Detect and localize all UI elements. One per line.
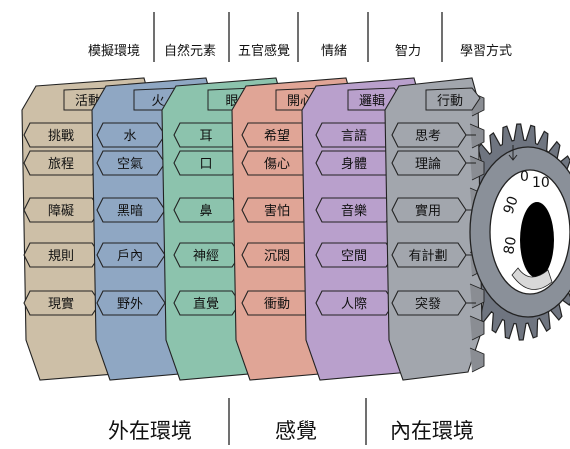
header-dividers: [153, 12, 443, 62]
header-2: 五官感覺: [238, 43, 290, 59]
gear-label: 言語: [341, 128, 367, 144]
gear-label: 口: [199, 157, 212, 172]
footer-labels: 外在環境 感覺 內在環境: [108, 419, 474, 443]
gear-label: 黑暗: [117, 204, 143, 219]
gear-tooth: [469, 155, 485, 181]
gear-label: 神經: [193, 249, 219, 264]
gear-label: 戶內: [117, 249, 143, 264]
gear-tab: 空間: [315, 242, 404, 268]
gear-label: 害怕: [264, 203, 290, 219]
dial-mark-90: 90: [501, 194, 522, 216]
gear-tab: 人際: [315, 290, 404, 316]
gear-tab: 黑暗: [96, 197, 175, 223]
gear-label: 鼻: [199, 203, 212, 219]
header-1: 自然元素: [164, 43, 216, 59]
gear-tab: 水: [96, 122, 175, 148]
gear-label: 空氣: [117, 157, 143, 172]
gear-tooth: [469, 283, 485, 309]
gear-top-label: 邏輯: [359, 94, 385, 109]
header-5: 學習方式: [460, 43, 512, 59]
gear-tab: 挑戰: [23, 122, 110, 148]
gear-top-label: 行動: [437, 94, 463, 109]
gear-label: 理論: [415, 156, 441, 172]
gear-tab: 空氣: [96, 150, 175, 176]
gear-tooth: [469, 315, 485, 341]
gear-label: 野外: [117, 297, 143, 312]
dial-mark-0: 0: [520, 169, 529, 185]
footer-0: 外在環境: [108, 419, 192, 443]
gear-label: 傷心: [264, 157, 290, 172]
gear-tab: 思考: [391, 122, 476, 148]
header-3: 情緒: [321, 44, 347, 59]
gear-label: 人際: [341, 297, 367, 312]
gear-tab: 戶內: [96, 242, 175, 268]
gear-tab: 鼻: [173, 197, 250, 223]
gear-stack: 活動挑戰旅程障礙規則現實火水空氣黑暗戶內野外眼耳口鼻神經直覺開心希望傷心害怕沉悶…: [21, 77, 485, 381]
gear-label: 思考: [415, 129, 441, 144]
dial-mark-80: 80: [501, 235, 520, 255]
gear-label: 希望: [264, 128, 290, 144]
gear-tooth: [469, 347, 485, 373]
gear-tooth: [469, 123, 485, 149]
gear-label: 音樂: [341, 203, 367, 219]
gear-label: 挑戰: [48, 129, 74, 144]
gear-label: 有計劃: [408, 248, 447, 264]
gear-label: 突發: [415, 296, 441, 312]
gear-tab: 口: [173, 150, 250, 176]
footer-2: 內在環境: [390, 419, 474, 443]
gear-tab: 神經: [173, 242, 250, 268]
gear-tab: 障礙: [23, 197, 110, 223]
gear-tab: 有計劃: [391, 242, 476, 268]
gear-top-tab: 行動: [425, 87, 481, 111]
gear-label: 沉悶: [264, 249, 290, 264]
header-0: 模擬環境: [88, 43, 140, 59]
gear-tab: 現實: [23, 290, 110, 316]
gear-label: 現實: [48, 296, 74, 312]
gear-top-label: 火: [151, 94, 164, 109]
gear-label: 空間: [341, 249, 367, 264]
gear-tab: 理論: [391, 150, 476, 176]
footer-1: 感覺: [275, 419, 317, 443]
gear-tab: 突發: [391, 290, 476, 316]
gear-label: 障礙: [48, 204, 74, 219]
dial-hole: [520, 202, 554, 278]
column-headers: 模擬環境 自然元素 五官感覺 情緒 智力 學習方式: [88, 43, 512, 59]
gear-label: 直覺: [193, 297, 219, 312]
gear-tab: 音樂: [315, 197, 404, 223]
gear-label: 旅程: [48, 157, 74, 172]
gear-label: 實用: [415, 203, 441, 219]
gear-label: 水: [123, 129, 136, 144]
dial-gauge: 0 10 90 80: [469, 145, 570, 318]
gear-tab: 直覺: [173, 290, 250, 316]
gear-tab: 野外: [96, 290, 175, 316]
footer-dividers: [228, 398, 367, 445]
gear-tab: 規則: [23, 242, 110, 268]
gear-label: 身體: [341, 156, 367, 172]
gear-label: 規則: [48, 249, 74, 264]
gear-tab: 實用: [391, 197, 476, 223]
gear-label: 耳: [199, 129, 212, 144]
dial-mark-10: 10: [532, 175, 550, 191]
gear-label: 衝動: [264, 297, 290, 312]
header-4: 智力: [395, 44, 421, 59]
